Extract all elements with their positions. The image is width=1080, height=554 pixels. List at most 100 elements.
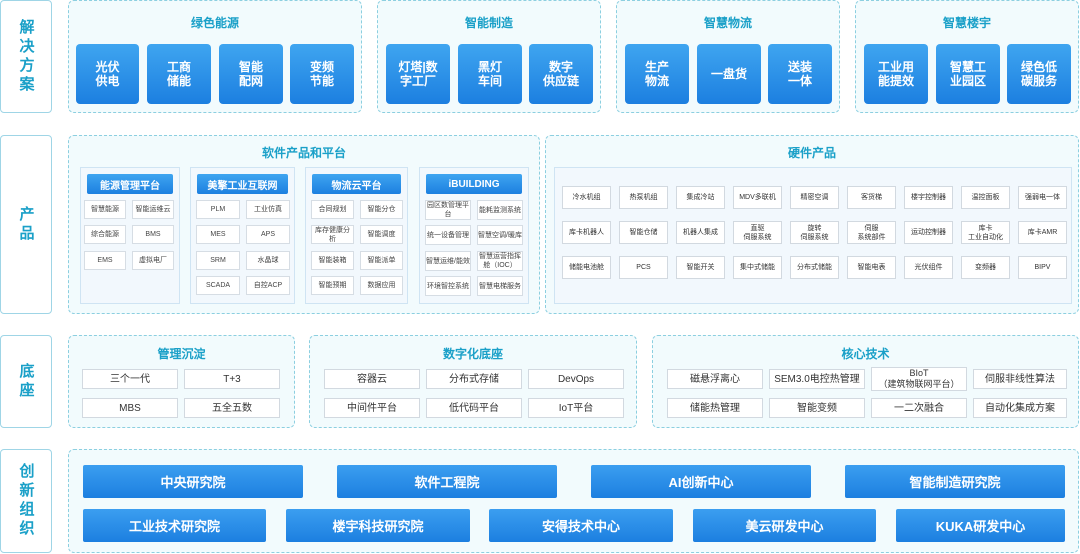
platform-item[interactable]: 智能装箱 bbox=[311, 251, 354, 270]
solution-tile[interactable]: 黑灯 车间 bbox=[458, 44, 522, 104]
platform-item[interactable]: 能耗监测系统 bbox=[477, 200, 523, 220]
hardware-item[interactable]: 冷水机组 bbox=[562, 186, 611, 209]
hardware-item[interactable]: 伺服 系统部件 bbox=[847, 221, 896, 244]
platform-item[interactable]: 智能预期 bbox=[311, 276, 354, 295]
solution-tile[interactable]: 绿色低 碳服务 bbox=[1007, 44, 1071, 104]
platform-item[interactable]: 环境智控系统 bbox=[425, 276, 471, 296]
hardware-item[interactable]: 库卡机器人 bbox=[562, 221, 611, 244]
hardware-item[interactable]: PCS bbox=[619, 256, 668, 279]
platform-item[interactable]: 智慧电梯服务 bbox=[477, 276, 523, 296]
platform-title[interactable]: iBUILDING bbox=[426, 174, 522, 194]
institute-button[interactable]: KUKA研发中心 bbox=[896, 509, 1065, 542]
solution-tile[interactable]: 灯塔|数 字工厂 bbox=[386, 44, 450, 104]
solution-tile[interactable]: 工商 储能 bbox=[147, 44, 211, 104]
institute-button[interactable]: 中央研究院 bbox=[83, 465, 303, 498]
platform-item[interactable]: 智能分仓 bbox=[360, 200, 403, 219]
base-item[interactable]: 伺服非线性算法 bbox=[973, 369, 1067, 389]
platform-title[interactable]: 物流云平台 bbox=[312, 174, 401, 194]
hardware-item[interactable]: 智能仓储 bbox=[619, 221, 668, 244]
base-item[interactable]: SEM3.0电控热管理 bbox=[769, 369, 865, 389]
platform-item[interactable]: 智能运维云 bbox=[132, 200, 174, 219]
platform-item[interactable]: 水晶球 bbox=[246, 251, 290, 270]
institute-button[interactable]: 美云研发中心 bbox=[693, 509, 876, 542]
platform-item[interactable]: MES bbox=[196, 225, 240, 244]
base-item[interactable]: DevOps bbox=[528, 369, 624, 389]
platform-item[interactable]: SCADA bbox=[196, 276, 240, 295]
hardware-item[interactable]: 光伏组件 bbox=[904, 256, 953, 279]
platform-item[interactable]: 智慧空调/暖库 bbox=[477, 225, 523, 245]
platform-item[interactable]: 统一设备管理 bbox=[425, 225, 471, 245]
hardware-item[interactable]: 热泵机组 bbox=[619, 186, 668, 209]
platform-item[interactable]: 园区数管理平台 bbox=[425, 200, 471, 220]
hardware-item[interactable]: 库卡AMR bbox=[1018, 221, 1067, 244]
institute-button[interactable]: 楼宇科技研究院 bbox=[286, 509, 470, 542]
solution-tile[interactable]: 变频 节能 bbox=[290, 44, 354, 104]
base-item[interactable]: 分布式存储 bbox=[426, 369, 522, 389]
institute-button[interactable]: AI创新中心 bbox=[591, 465, 811, 498]
base-item[interactable]: 三个一代 bbox=[82, 369, 178, 389]
platform-item[interactable]: 工业仿真 bbox=[246, 200, 290, 219]
hardware-item[interactable]: 精密空调 bbox=[790, 186, 839, 209]
platform-item[interactable]: 综合能源 bbox=[84, 225, 126, 244]
institute-button[interactable]: 智能制造研究院 bbox=[845, 465, 1065, 498]
platform-item[interactable]: PLM bbox=[196, 200, 240, 219]
hardware-item[interactable]: 机器人集成 bbox=[676, 221, 725, 244]
platform-item[interactable]: 数据应用 bbox=[360, 276, 403, 295]
base-item[interactable]: 磁悬浮离心 bbox=[667, 369, 763, 389]
platform-title[interactable]: 美擎工业互联网 bbox=[197, 174, 288, 194]
base-item[interactable]: MBS bbox=[82, 398, 178, 418]
platform-item[interactable]: 虚拟电厂 bbox=[132, 251, 174, 270]
hardware-item[interactable]: 直驱 伺服系统 bbox=[733, 221, 782, 244]
base-item[interactable]: 中间件平台 bbox=[324, 398, 420, 418]
platform-item[interactable]: 智慧运维/能效 bbox=[425, 251, 471, 271]
base-item[interactable]: 智能变频 bbox=[769, 398, 865, 418]
platform-item[interactable]: 智能调度 bbox=[360, 225, 403, 244]
hardware-item[interactable]: 集中式储能 bbox=[733, 256, 782, 279]
platform-item[interactable]: EMS bbox=[84, 251, 126, 270]
solution-tile[interactable]: 生产 物流 bbox=[625, 44, 689, 104]
base-item[interactable]: BIoT （建筑物联网平台） bbox=[871, 367, 967, 391]
hardware-item[interactable]: 变频器 bbox=[961, 256, 1010, 279]
institute-button[interactable]: 安得技术中心 bbox=[489, 509, 673, 542]
base-item[interactable]: 容器云 bbox=[324, 369, 420, 389]
base-item[interactable]: T+3 bbox=[184, 369, 280, 389]
hardware-item[interactable]: 强弱电一体 bbox=[1018, 186, 1067, 209]
base-item[interactable]: 五全五数 bbox=[184, 398, 280, 418]
platform-title[interactable]: 能源管理平台 bbox=[87, 174, 173, 194]
platform-item[interactable]: BMS bbox=[132, 225, 174, 244]
hardware-item[interactable]: 智能开关 bbox=[676, 256, 725, 279]
platform-item[interactable]: 合同规划 bbox=[311, 200, 354, 219]
platform-item[interactable]: APS bbox=[246, 225, 290, 244]
platform-item[interactable]: 自控ACP bbox=[246, 276, 290, 295]
base-item[interactable]: 一二次融合 bbox=[871, 398, 967, 418]
base-item[interactable]: 自动化集成方案 bbox=[973, 398, 1067, 418]
solution-tile[interactable]: 光伏 供电 bbox=[76, 44, 139, 104]
hardware-item[interactable]: 库卡 工业自动化 bbox=[961, 221, 1010, 244]
hardware-item[interactable]: 旋转 伺服系统 bbox=[790, 221, 839, 244]
hardware-item[interactable]: 智能电表 bbox=[847, 256, 896, 279]
hardware-item[interactable]: BIPV bbox=[1018, 256, 1067, 279]
platform-item[interactable]: SRM bbox=[196, 251, 240, 270]
hardware-item[interactable]: 分布式储能 bbox=[790, 256, 839, 279]
platform-item[interactable]: 库存健康分析 bbox=[311, 225, 354, 244]
solution-tile[interactable]: 一盘货 bbox=[697, 44, 761, 104]
solution-tile[interactable]: 智慧工 业园区 bbox=[936, 44, 1000, 104]
hardware-item[interactable]: 储能电池舱 bbox=[562, 256, 611, 279]
base-item[interactable]: 低代码平台 bbox=[426, 398, 522, 418]
institute-button[interactable]: 工业技术研究院 bbox=[83, 509, 266, 542]
hardware-item[interactable]: 集成冷站 bbox=[676, 186, 725, 209]
solution-tile[interactable]: 送装 一体 bbox=[768, 44, 832, 104]
base-item[interactable]: 储能热管理 bbox=[667, 398, 763, 418]
platform-item[interactable]: 智能派单 bbox=[360, 251, 403, 270]
hardware-item[interactable]: 运动控制器 bbox=[904, 221, 953, 244]
hardware-item[interactable]: MDV多联机 bbox=[733, 186, 782, 209]
solution-tile[interactable]: 数字 供应链 bbox=[529, 44, 593, 104]
hardware-item[interactable]: 客货梯 bbox=[847, 186, 896, 209]
base-item[interactable]: IoT平台 bbox=[528, 398, 624, 418]
solution-tile[interactable]: 智能 配网 bbox=[219, 44, 283, 104]
platform-item[interactable]: 智慧能源 bbox=[84, 200, 126, 219]
platform-item[interactable]: 智慧运营指挥舱（IOC） bbox=[477, 251, 523, 271]
hardware-item[interactable]: 楼宇控制器 bbox=[904, 186, 953, 209]
solution-tile[interactable]: 工业用 能提效 bbox=[864, 44, 928, 104]
hardware-item[interactable]: 温控面板 bbox=[961, 186, 1010, 209]
